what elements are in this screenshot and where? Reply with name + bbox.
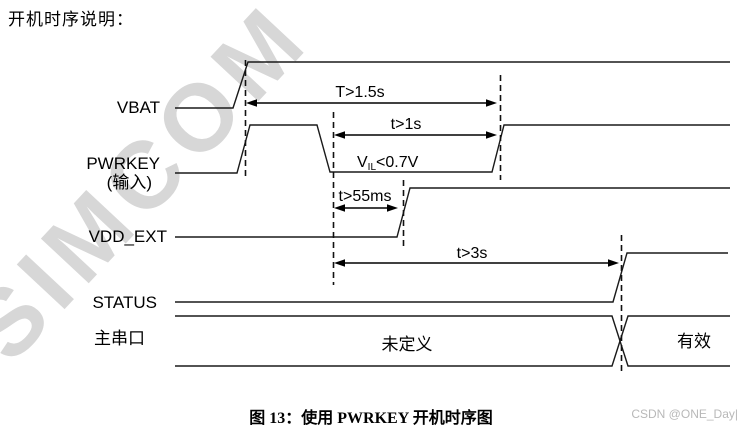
figure-caption: 图 13：使用 PWRKEY 开机时序图 — [249, 410, 493, 427]
uart-bus-rail-a — [175, 315, 730, 367]
status-waveform — [175, 252, 728, 303]
annotation-vil-threshold: VIL<0.7V — [357, 154, 419, 173]
signal-label-vddext: VDD_EXT — [89, 227, 167, 246]
dimension-status-delay — [334, 259, 619, 267]
annotation-vddext-delay: t>55ms — [339, 188, 392, 205]
signal-label-pwrkey-sub: (输入) — [107, 173, 152, 192]
vbat-waveform — [175, 61, 730, 109]
csdn-watermark: CSDN @ONE_Day| — [631, 407, 738, 421]
annotation-pwrkey-low-time: t>1s — [391, 116, 422, 133]
uart-valid-label: 有效 — [677, 332, 711, 351]
vddext-waveform — [175, 187, 730, 238]
annotation-status-delay: t>3s — [457, 245, 488, 262]
dimension-vddext-delay — [334, 204, 398, 212]
pwrkey-waveform — [175, 124, 730, 174]
section-heading: 开机时序说明： — [8, 10, 134, 29]
dimension-vbat-high — [246, 99, 497, 107]
uart-undefined-label: 未定义 — [382, 335, 433, 354]
signal-label-uart: 主串口 — [94, 329, 145, 348]
annotation-vbat-high-time: T>1.5s — [335, 84, 384, 101]
signal-label-vbat: VBAT — [117, 98, 160, 117]
uart-bus-rail-b — [175, 315, 730, 367]
signal-label-status: STATUS — [92, 293, 157, 312]
signal-label-pwrkey: PWRKEY — [86, 154, 160, 173]
dimension-pwrkey-low — [334, 131, 497, 139]
